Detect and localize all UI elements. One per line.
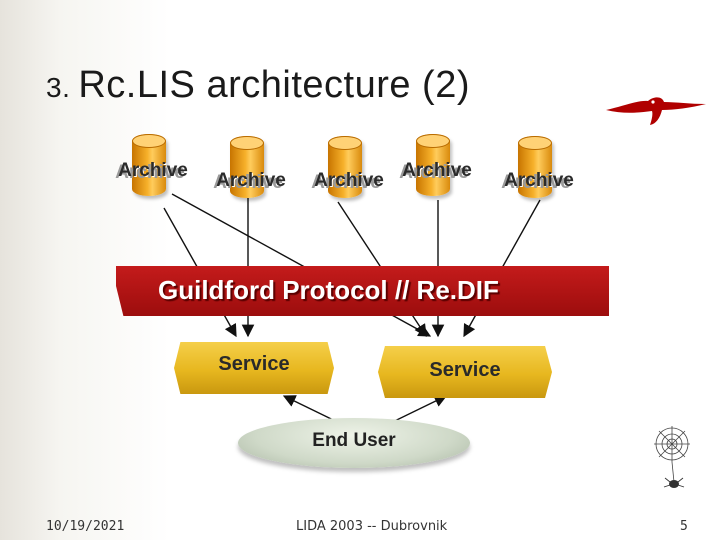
archive-label: Archive <box>314 170 384 191</box>
slide-title-text: Rc.LIS architecture (2) <box>78 64 470 106</box>
archive-node: Archive <box>494 136 584 206</box>
service-label: Service <box>429 359 501 381</box>
archive-label: Archive <box>216 170 286 191</box>
service-node: Service <box>378 346 552 398</box>
service-node: Service <box>174 342 334 394</box>
end-user-node: End User <box>238 418 470 468</box>
spider-web-icon <box>654 426 690 488</box>
protocol-bar: Guildford Protocol // Re.DIF <box>116 266 609 316</box>
service-label: Service <box>218 353 290 375</box>
archive-label: Archive <box>118 160 188 181</box>
archive-node: Archive <box>304 136 394 206</box>
slide-title-number: 3. <box>46 72 71 103</box>
database-cylinder-icon <box>518 136 552 198</box>
logo-icon <box>606 97 706 125</box>
archive-node: Archive <box>108 134 198 204</box>
database-cylinder-icon <box>230 136 264 198</box>
database-cylinder-icon <box>328 136 362 198</box>
footer-event: LIDA 2003 -- Dubrovnik <box>296 519 448 534</box>
architecture-diagram: Archive Archive Archive Archive Archive … <box>108 130 618 470</box>
database-cylinder-icon <box>416 134 450 196</box>
archive-node: Archive <box>392 134 482 204</box>
archive-label: Archive <box>504 170 574 191</box>
protocol-label: Guildford Protocol // Re.DIF <box>158 275 499 305</box>
slide-title: 3.Rc.LIS architecture (2) <box>46 64 470 107</box>
end-user-label: End User <box>312 430 396 451</box>
archive-label: Archive <box>402 160 472 181</box>
footer-page-number: 5 <box>680 519 688 534</box>
database-cylinder-icon <box>132 134 166 196</box>
archive-node: Archive <box>206 136 296 206</box>
footer-date: 10/19/2021 <box>46 519 125 534</box>
